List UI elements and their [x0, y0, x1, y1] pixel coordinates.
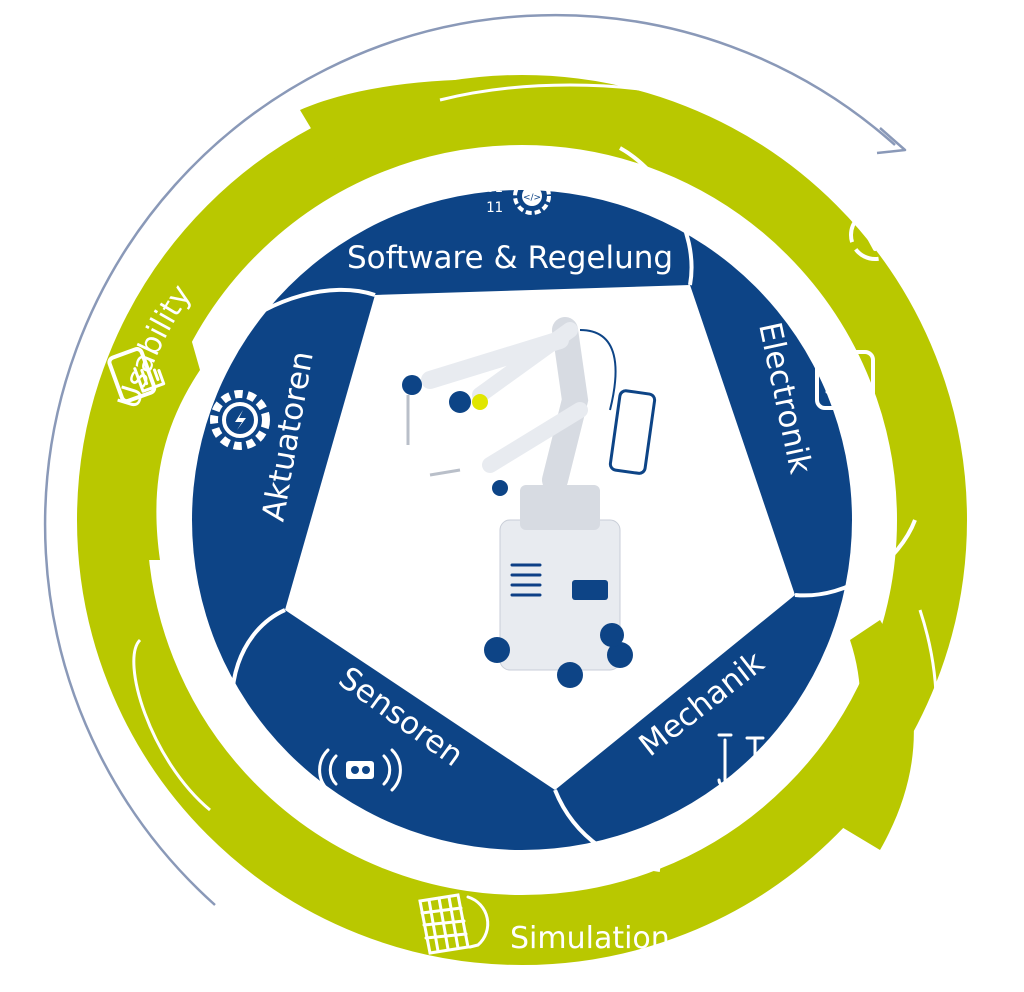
svg-text:</>: </> — [523, 193, 541, 203]
tools-hammer-screwdriver-wrench-icon — [717, 733, 783, 788]
gear-lightning-icon — [210, 390, 270, 450]
circuit-board-chip-icon — [815, 350, 875, 410]
outer-arrow — [43, 13, 907, 906]
svg-text:01: 01 — [486, 180, 503, 196]
mesh-simulation-icon — [418, 893, 490, 955]
label-simulation: Simulation — [510, 921, 670, 956]
sensor-camera-signal-icon — [318, 748, 402, 792]
svg-text:11: 11 — [486, 200, 503, 216]
binary-code-gear-icon: 1101 01 11 </> — [486, 160, 551, 216]
surgical-robot-illustration — [402, 317, 657, 688]
green-ring — [77, 75, 967, 965]
warning-triangle-circle-icon — [849, 209, 901, 261]
svg-text:1101: 1101 — [486, 160, 520, 176]
touch-hand-tablet-icon — [107, 347, 166, 404]
label-software: Software & Regelung — [347, 240, 673, 276]
